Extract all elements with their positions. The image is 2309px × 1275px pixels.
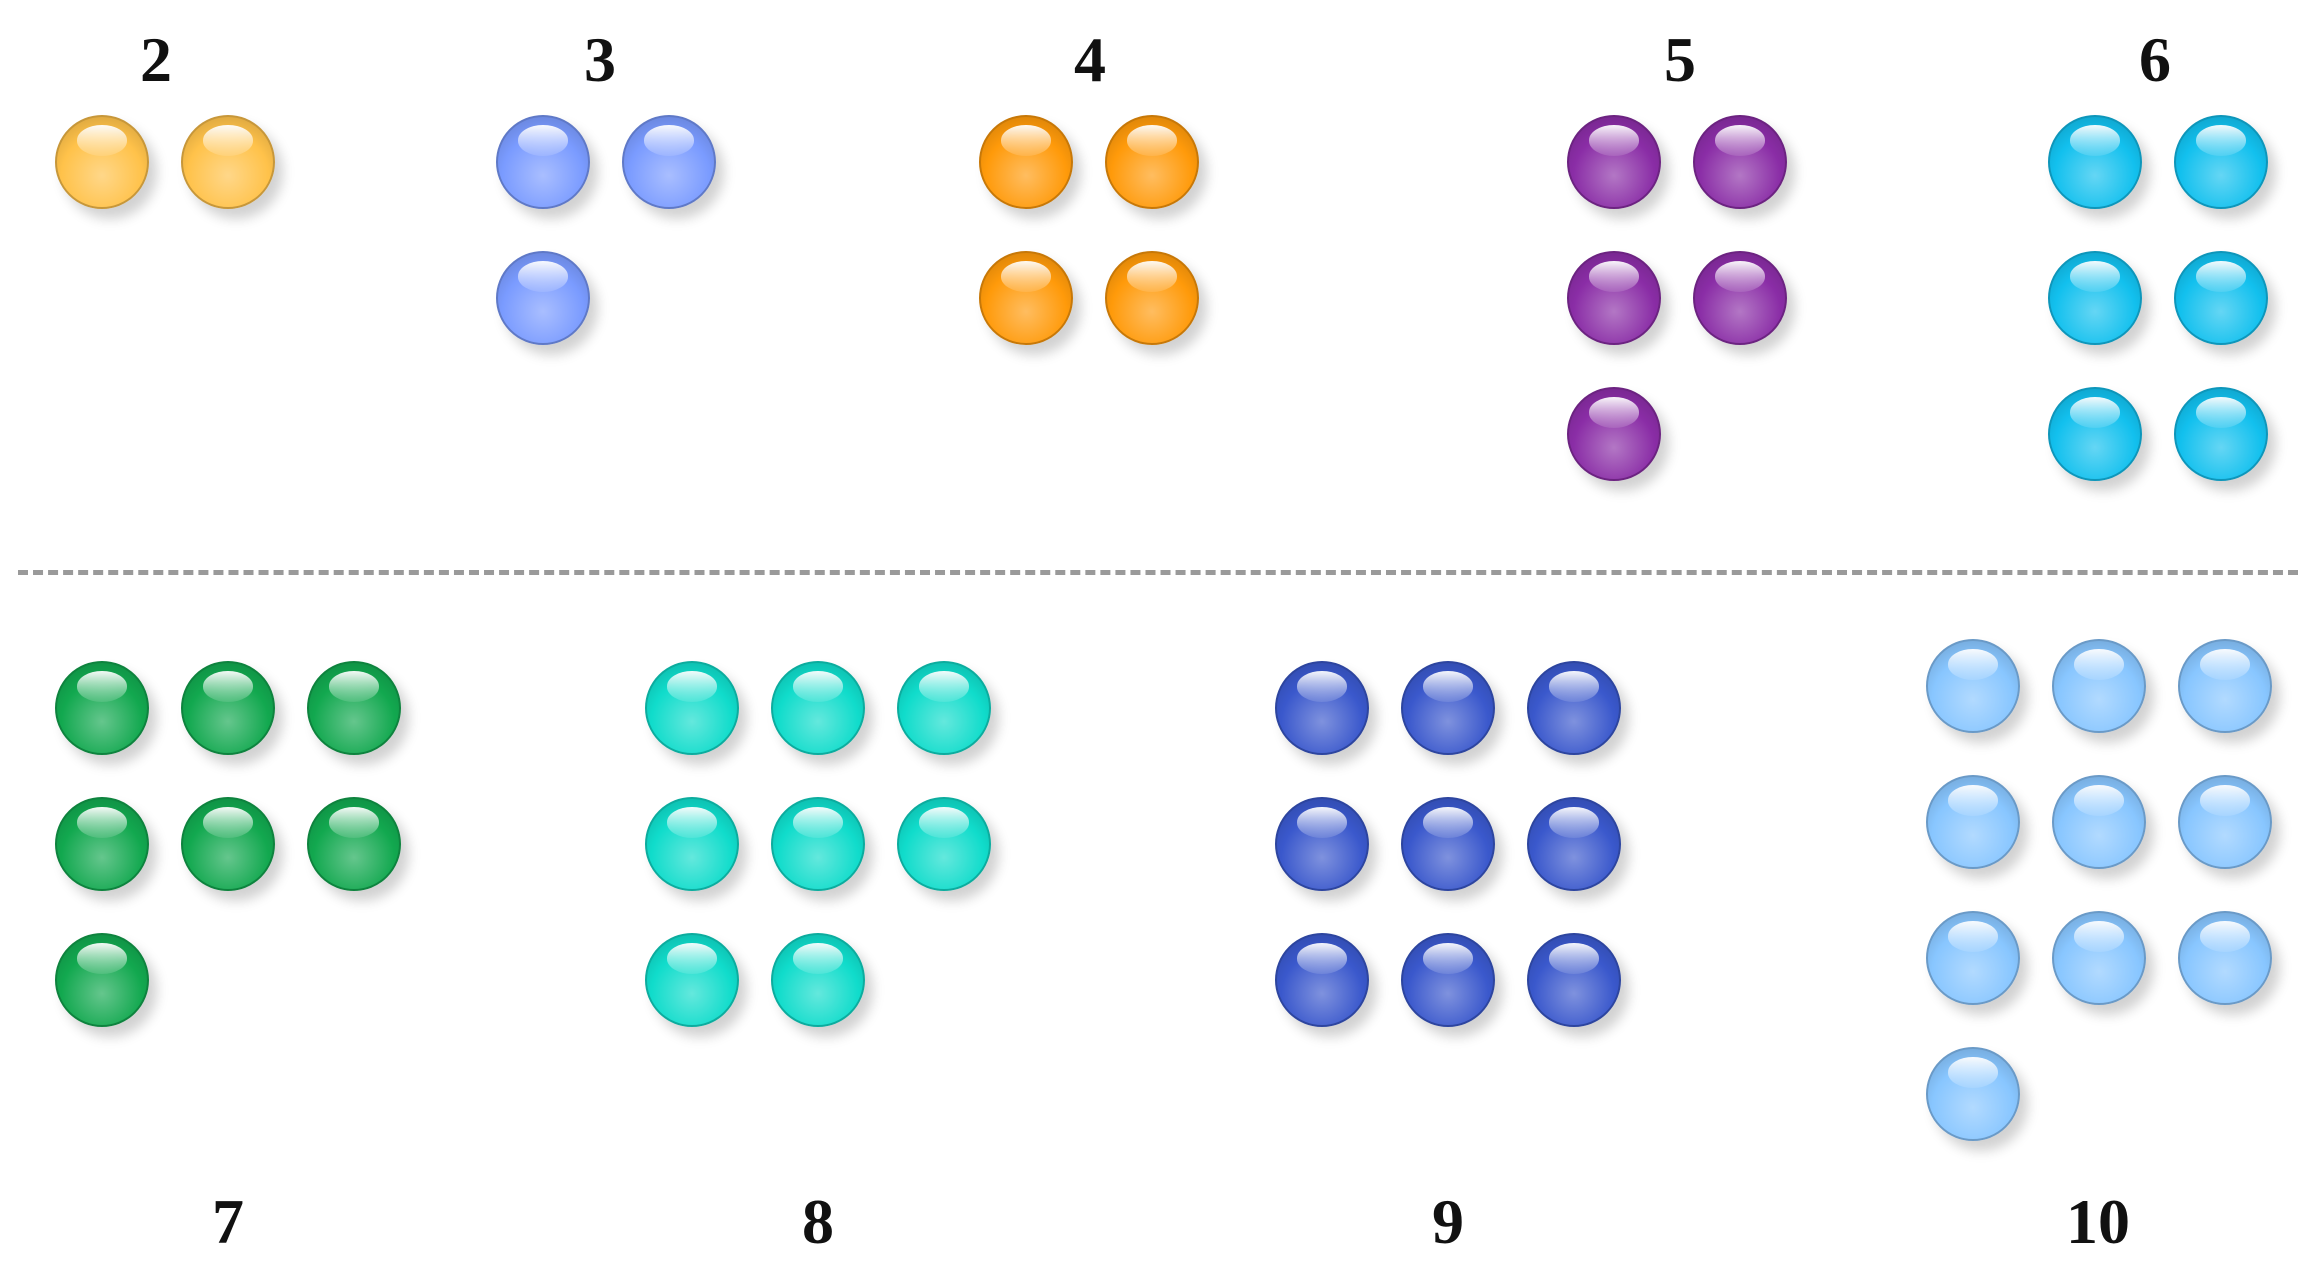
ball	[1527, 661, 1621, 755]
ball	[181, 797, 275, 891]
ball	[181, 661, 275, 755]
ball	[1567, 115, 1661, 209]
ball	[2178, 775, 2272, 869]
ball	[307, 797, 401, 891]
ball	[1567, 387, 1661, 481]
ball	[1926, 1047, 2020, 1141]
divider-line	[18, 570, 2298, 575]
ball	[307, 661, 401, 755]
group-label: 9	[1432, 1186, 1464, 1257]
group-label: 6	[2139, 24, 2171, 95]
group-label: 7	[212, 1186, 244, 1257]
group-label: 10	[2066, 1186, 2130, 1257]
ball	[2048, 251, 2142, 345]
ball	[1401, 661, 1495, 755]
ball	[645, 797, 739, 891]
ball	[1693, 115, 1787, 209]
ball	[1926, 775, 2020, 869]
ball	[2052, 911, 2146, 1005]
ball	[2174, 387, 2268, 481]
ball	[55, 797, 149, 891]
ball	[496, 251, 590, 345]
ball	[645, 933, 739, 1027]
ball	[1275, 933, 1369, 1027]
ball	[2052, 639, 2146, 733]
ball	[1527, 933, 1621, 1027]
ball	[771, 661, 865, 755]
ball	[622, 115, 716, 209]
group-label: 2	[140, 24, 172, 95]
ball	[1275, 661, 1369, 755]
ball	[2174, 115, 2268, 209]
ball	[496, 115, 590, 209]
ball	[1401, 933, 1495, 1027]
ball	[55, 115, 149, 209]
ball	[2048, 387, 2142, 481]
ball	[979, 251, 1073, 345]
group-label: 8	[802, 1186, 834, 1257]
ball	[1693, 251, 1787, 345]
ball	[55, 933, 149, 1027]
ball	[1926, 639, 2020, 733]
ball	[2048, 115, 2142, 209]
ball	[1926, 911, 2020, 1005]
ball	[1105, 115, 1199, 209]
ball	[771, 797, 865, 891]
ball	[1527, 797, 1621, 891]
ball	[181, 115, 275, 209]
ball	[897, 797, 991, 891]
group-label: 4	[1074, 24, 1106, 95]
ball	[1401, 797, 1495, 891]
ball	[2052, 775, 2146, 869]
ball	[1275, 797, 1369, 891]
ball	[979, 115, 1073, 209]
ball	[1105, 251, 1199, 345]
ball	[2178, 911, 2272, 1005]
ball	[1567, 251, 1661, 345]
group-label: 3	[584, 24, 616, 95]
ball	[2174, 251, 2268, 345]
ball	[55, 661, 149, 755]
ball	[2178, 639, 2272, 733]
ball	[645, 661, 739, 755]
ball	[897, 661, 991, 755]
ball	[771, 933, 865, 1027]
group-label: 5	[1664, 24, 1696, 95]
